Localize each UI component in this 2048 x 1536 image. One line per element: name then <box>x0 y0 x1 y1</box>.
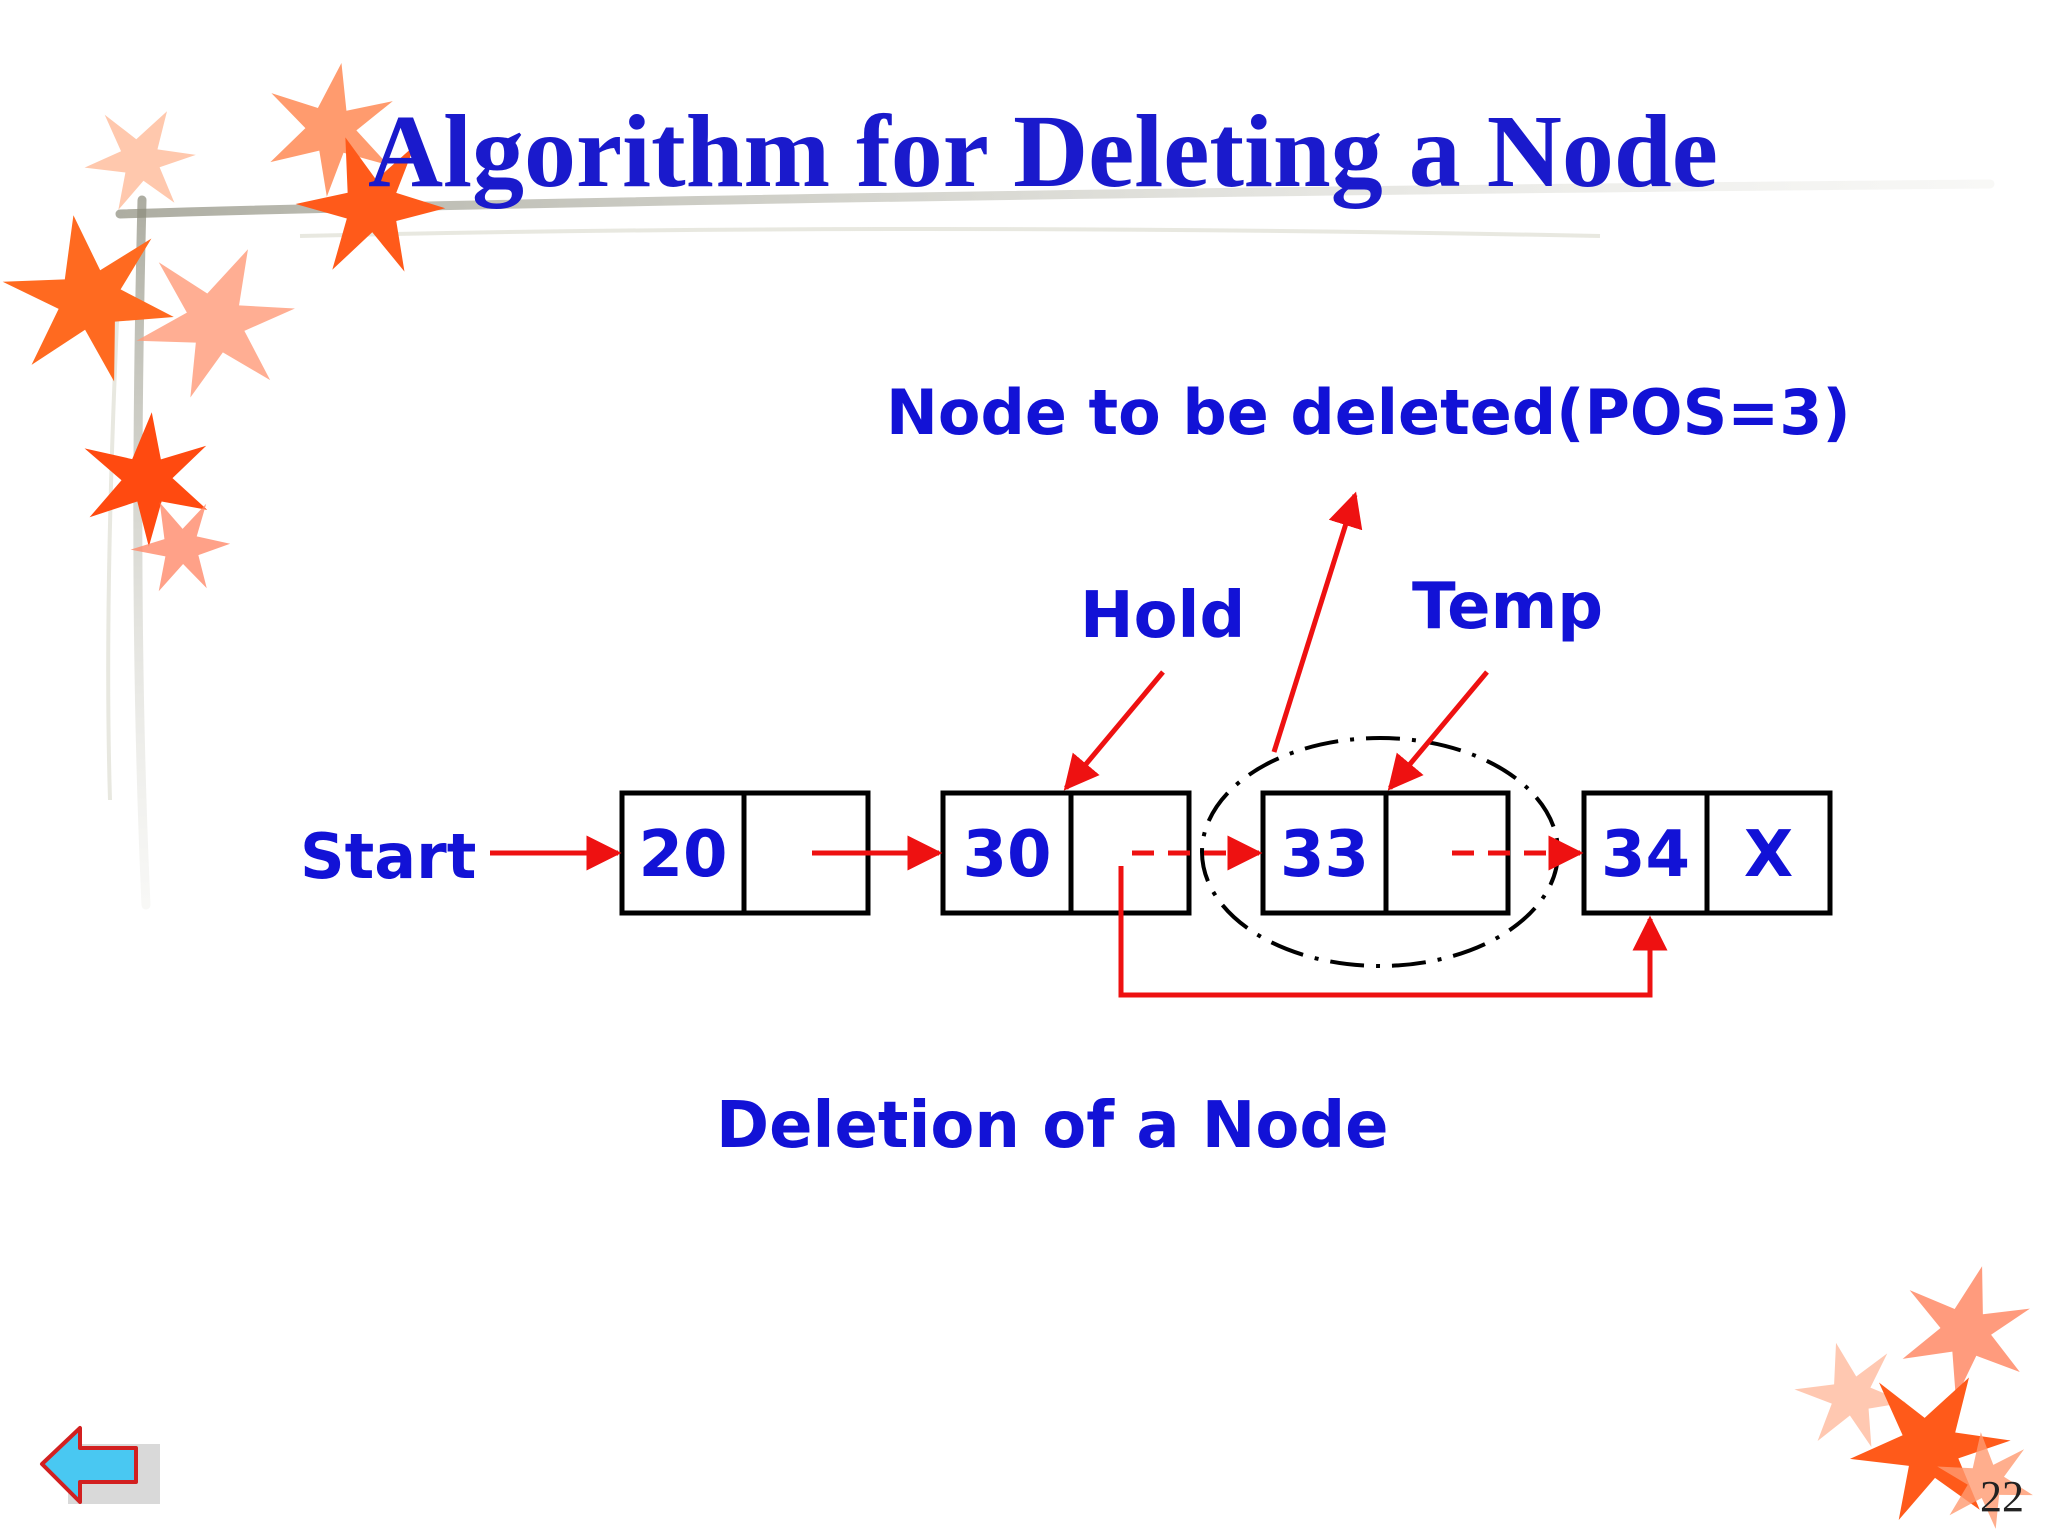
page-number: 22 <box>1980 1472 2024 1521</box>
node-2-value: 30 <box>962 818 1052 892</box>
node-3-value: 33 <box>1279 818 1370 892</box>
left-arrow-icon <box>40 1426 160 1504</box>
diagram-caption: Deletion of a Node <box>716 1089 1389 1163</box>
start-label: Start <box>300 820 477 893</box>
node-1-value: 20 <box>638 818 728 892</box>
temp-pointer-arrow <box>1387 670 1489 791</box>
temp-label: Temp <box>1412 570 1604 644</box>
hold-pointer-arrow <box>1063 670 1165 791</box>
node-4-value: 34 <box>1600 818 1691 892</box>
node-4-link: X <box>1743 818 1794 892</box>
delete-note-arrow <box>1271 491 1363 753</box>
node-4 <box>1581 790 1833 916</box>
bypass-link-arrow <box>1118 866 1668 998</box>
delete-note-label: Node to be deleted(POS=3) <box>886 376 1851 449</box>
back-button[interactable] <box>36 1420 166 1512</box>
hold-label: Hold <box>1080 579 1246 653</box>
slide-title: Algorithm for Deleting a Node <box>368 94 1718 209</box>
